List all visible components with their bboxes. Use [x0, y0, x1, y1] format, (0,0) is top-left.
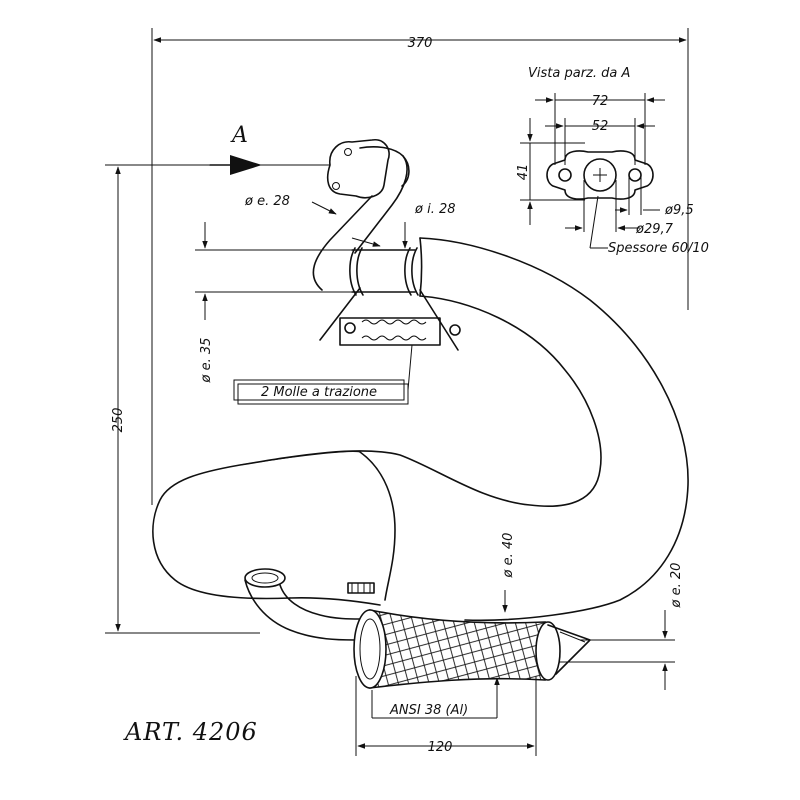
overall-width-label: 370 [408, 36, 433, 51]
hole-dia-label: ø9,5 [664, 203, 694, 218]
spring-assembly [319, 287, 461, 351]
inlet-inner-dimension: ø i. 28 [351, 202, 456, 249]
view-arrow-head-icon [230, 155, 262, 175]
silencer [353, 609, 591, 689]
tail-20-dimension: ø e. 20 [540, 563, 684, 690]
tail-20-label: ø e. 20 [669, 563, 684, 609]
silencer-length-dimension: 120 [355, 676, 537, 756]
ansi-dimension: ANSI 38 (Al) [371, 677, 500, 719]
thickness-label: Spessore 60/10 [608, 241, 709, 256]
article-number: ART. 4206 [123, 718, 258, 746]
small-clamp [347, 582, 375, 594]
view-title: Vista parz. da A [528, 66, 630, 81]
expansion-chamber-inner [152, 295, 602, 600]
springs-callout: 2 Molle a trazione [233, 344, 413, 405]
flange-outline [546, 150, 654, 200]
flange-bore [583, 158, 617, 192]
flange-partial-view: Vista parz. da A 72 52 41 ø9,5 [516, 66, 709, 256]
body-40-dimension: ø e. 40 [501, 533, 516, 613]
bore-dia-label: ø29,7 [635, 222, 674, 237]
pipe-35-dimension: ø e. 35 [195, 222, 352, 383]
inlet-outer-label: ø e. 28 [244, 194, 290, 209]
view-arrow-letter: A [230, 123, 248, 148]
flange-hole-right [628, 168, 642, 182]
outlet-pipe [244, 579, 356, 641]
inlet-flange [326, 139, 390, 199]
outlet-pipe-end [244, 568, 286, 588]
silencer-length-label: 120 [428, 740, 453, 755]
flange-hole-left [558, 168, 572, 182]
pipe-35-label: ø e. 35 [199, 338, 214, 384]
overall-height-label: 250 [111, 408, 126, 433]
exhaust-pipe [152, 139, 689, 641]
flange-inner-label: 52 [592, 119, 609, 134]
view-direction-a: A [209, 123, 262, 175]
overall-width-dimension: 370 [151, 28, 689, 505]
connector-tube [351, 249, 416, 293]
ansi-label: ANSI 38 (Al) [389, 703, 468, 718]
flange-height-label: 41 [516, 164, 531, 181]
springs-label: 2 Molle a trazione [261, 385, 377, 400]
inlet-bend [354, 155, 408, 254]
inlet-outer-dimension: ø e. 28 [244, 194, 337, 215]
inlet-inner-label: ø i. 28 [414, 202, 456, 217]
silencer-body [369, 609, 546, 689]
flange-outer-label: 72 [592, 94, 609, 109]
expansion-chamber-outer [419, 237, 689, 622]
body-40-label: ø e. 40 [501, 533, 516, 579]
